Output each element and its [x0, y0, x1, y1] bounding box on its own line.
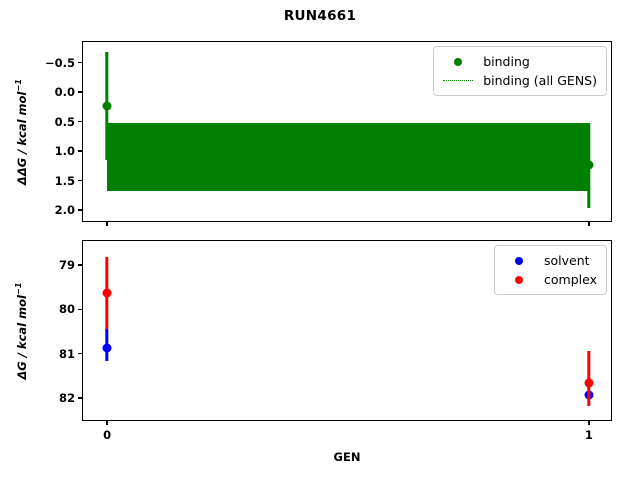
- y-tick-label: 79: [58, 258, 75, 273]
- data-point-binding[interactable]: [584, 160, 594, 170]
- bottom-legend[interactable]: solvent complex: [494, 245, 607, 295]
- top-y-axis-label-text: ΔΔG / kcal mol: [14, 91, 29, 185]
- y-tick-mark: [78, 396, 83, 399]
- y-tick-mark: [78, 61, 83, 64]
- y-tick-mark: [78, 150, 83, 152]
- y-tick-mark: [78, 179, 83, 182]
- legend-item[interactable]: binding: [441, 52, 597, 71]
- top-plot-axes: 2.0 1.5 1.0 0.5 0.0 −0.5 ΔΔG / kcal mol−1 bin…: [13, 41, 612, 226]
- x-tick-label: 1: [584, 428, 593, 442]
- legend-dot-icon: [515, 275, 524, 284]
- top-legend[interactable]: binding binding (all GENS): [433, 46, 607, 96]
- x-tick-mark: [106, 221, 108, 226]
- y-tick-mark: [78, 209, 83, 211]
- data-point-solvent[interactable]: [102, 343, 112, 353]
- bottom-y-axis-label-text: ΔG / kcal mol: [14, 294, 29, 380]
- bottom-y-axis-label: ΔG / kcal mol−1: [13, 261, 29, 401]
- top-y-axis-label: ΔΔG / kcal mol−1: [13, 62, 29, 202]
- top-plot-area: [83, 42, 611, 221]
- legend-item[interactable]: solvent: [502, 251, 597, 270]
- legend-dot-icon: [515, 256, 524, 265]
- legend-dot-icon: [454, 57, 463, 66]
- legend-item[interactable]: complex: [502, 270, 597, 289]
- x-tick-mark: [588, 221, 590, 226]
- y-tick-label: 1.5: [54, 173, 75, 188]
- top-y-axis-label-exponent: −1: [13, 78, 24, 92]
- y-tick-label: 82: [58, 390, 75, 405]
- y-tick-mark: [78, 120, 83, 123]
- data-point-complex[interactable]: [584, 378, 594, 388]
- y-tick-mark: [78, 264, 83, 267]
- page-title: RUN4661: [283, 8, 357, 24]
- legend-marker-key: [441, 57, 475, 66]
- y-tick-label: 1.0: [54, 144, 75, 159]
- legend-marker-key: [502, 275, 536, 284]
- x-tick-label: 0: [103, 428, 112, 442]
- legend-line-key: [441, 80, 475, 81]
- bottom-y-axis-label-exponent: −1: [13, 281, 24, 295]
- legend-item[interactable]: binding (all GENS): [441, 71, 597, 90]
- y-tick-label: 2.0: [54, 203, 75, 218]
- y-tick-mark: [78, 91, 83, 93]
- y-tick-label: 0.5: [54, 114, 75, 129]
- legend-item-label: binding (all GENS): [483, 73, 597, 88]
- x-tick-mark: [588, 420, 590, 425]
- legend-item-label: solvent: [544, 253, 590, 268]
- legend-marker-key: [502, 256, 536, 265]
- x-axis-label: GEN: [333, 450, 361, 464]
- data-point-complex[interactable]: [102, 288, 112, 298]
- legend-dotted-line-icon: [443, 80, 474, 81]
- y-tick-label: 80: [58, 302, 75, 317]
- y-tick-label: −0.5: [44, 55, 75, 70]
- legend-item-label: binding: [483, 54, 530, 69]
- bottom-plot-area: [83, 241, 611, 420]
- confidence-band-binding-all-gens-: [107, 123, 589, 191]
- x-tick-mark: [106, 420, 108, 425]
- y-tick-mark: [78, 308, 83, 311]
- bottom-plot-axes: 82 81 80 79 0 1 ΔG / kcal mol−1 solvent comple…: [13, 240, 612, 442]
- data-point-binding[interactable]: [102, 101, 112, 111]
- y-tick-mark: [78, 352, 83, 355]
- y-tick-label: 81: [58, 346, 75, 361]
- y-tick-label: 0.0: [54, 85, 75, 100]
- legend-item-label: complex: [544, 272, 597, 287]
